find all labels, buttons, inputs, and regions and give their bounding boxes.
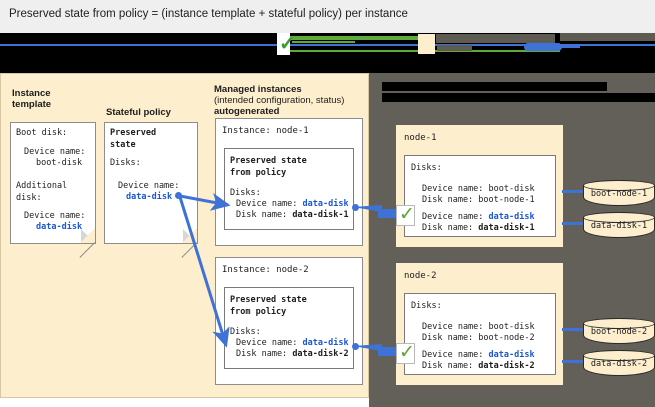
cylinder-data-disk-2: data-disk-2 — [583, 350, 655, 376]
runtime-node-1-data-disk-prefix: Disk name: — [422, 223, 479, 233]
managed-instance-2-device-value: data-disk — [302, 338, 349, 348]
managed-instance-2-title: Instance: node-2 — [222, 265, 309, 275]
managed-instance-1-state-box — [224, 148, 354, 230]
runtime-node-1-data-device-prefix: Device name: — [422, 212, 489, 222]
band-check-backing — [277, 33, 290, 55]
stateful-policy-source-dot — [175, 192, 182, 199]
stateful-policy-title: Preserved state — [110, 128, 157, 150]
instance-template-boot-label: Boot disk: — [16, 128, 68, 138]
runtime-node-2-data-device: Device name: data-disk — [422, 350, 535, 362]
runtime-node-2-inbound-stub — [378, 347, 398, 356]
collapsed-content-band: ✓ — [0, 33, 655, 73]
managed-instance-2-device-row: Device name: data-disk — [236, 338, 349, 350]
check-icon: ✓ — [399, 341, 415, 363]
managed-instance-1-disks-label: Disks: — [230, 188, 261, 198]
managed-instance-1-out-dot — [352, 204, 359, 211]
redaction-bar-2 — [382, 93, 655, 102]
managed-instance-2-out-dot — [352, 343, 359, 350]
stateful-policy-device-value: data-disk — [126, 192, 173, 202]
managed-instance-2-disk-value: data-disk-2 — [292, 349, 349, 359]
managed-instance-1-disk-value: data-disk-1 — [292, 210, 349, 220]
redaction-bar-1 — [382, 82, 607, 91]
runtime-node-1-data-disk: Disk name: data-disk-1 — [422, 223, 535, 235]
heading-managed-instances: Managed instances — [214, 84, 302, 95]
caption-bar: Preserved state from policy = (instance … — [0, 0, 655, 33]
check-icon: ✓ — [399, 203, 415, 225]
managed-instance-2-state-title: Preserved state from policy — [230, 295, 307, 317]
instance-template-card — [10, 122, 96, 258]
band-gray-bar-3 — [560, 33, 655, 41]
runtime-node-2-title: node-2 — [404, 271, 437, 281]
stateful-policy-device-label: Device name: — [118, 181, 180, 191]
cylinder-boot-node-2: boot-node-2 — [583, 318, 655, 344]
instance-template-additional-label: Additional disk: — [16, 181, 68, 203]
runtime-node-1-disks-box — [404, 155, 556, 237]
runtime-node-1-inbound-stub — [378, 209, 398, 218]
managed-instance-2-device-label: Device name: — [236, 338, 298, 348]
managed-instance-1-device-value: data-disk — [302, 199, 349, 209]
cylinder-data-disk-1: data-disk-1 — [583, 212, 655, 238]
runtime-node-2-check-badge: ✓ — [396, 341, 415, 364]
runtime-node-1-data-link — [562, 222, 584, 225]
band-blue-tail — [556, 45, 580, 48]
runtime-node-1-boot-link — [562, 190, 584, 193]
band-green-bar-2 — [292, 41, 355, 43]
cylinder-boot-node-1: boot-node-1 — [583, 180, 655, 206]
managed-instance-2-disks-label: Disks: — [230, 327, 261, 337]
runtime-node-2-disks-label: Disks: — [411, 301, 442, 311]
instance-template-additional-device-value: data-disk — [36, 222, 83, 232]
band-beige-chip — [418, 34, 435, 54]
band-blue-blob — [524, 43, 562, 51]
managed-instance-1-device-label: Device name: — [236, 199, 298, 209]
heading-managed-instances-autogenerated: autogenerated — [214, 106, 280, 117]
runtime-node-2-data-link — [562, 360, 584, 363]
band-gray-bar-1 — [436, 34, 555, 43]
runtime-node-2-disks-box — [404, 293, 556, 375]
band-gray-bar-2 — [437, 45, 472, 51]
heading-stateful-policy: Stateful policy — [106, 107, 171, 118]
runtime-node-2-boot-device: Device name: boot-disk — [422, 322, 535, 332]
heading-instance-template: Instance template — [12, 88, 52, 110]
runtime-node-1-check-badge: ✓ — [396, 203, 415, 226]
runtime-node-1-data-disk-value: data-disk-1 — [478, 223, 535, 233]
runtime-node-1-title: node-1 — [404, 133, 437, 143]
instance-template-boot-device-label: Device name: — [24, 147, 86, 157]
runtime-node-2-data-device-value: data-disk — [488, 350, 535, 360]
managed-instance-2-state-box — [224, 287, 354, 369]
cylinder-boot-node-2-label: boot-node-2 — [590, 327, 648, 337]
runtime-node-1-boot-device: Device name: boot-disk — [422, 184, 535, 194]
runtime-node-2-data-disk-value: data-disk-2 — [478, 361, 535, 371]
managed-instance-2-disk-label: Disk name: — [236, 349, 288, 359]
managed-instance-1-title: Instance: node-1 — [222, 126, 309, 136]
managed-instance-1-state-title: Preserved state from policy — [230, 156, 307, 178]
page-title: Preserved state from policy = (instance … — [9, 8, 408, 20]
runtime-node-2-data-disk: Disk name: data-disk-2 — [422, 361, 535, 373]
band-check-icon: ✓ — [279, 33, 296, 55]
runtime-node-2-boot-disk: Disk name: boot-node-2 — [422, 333, 535, 343]
cylinder-data-disk-1-label: data-disk-1 — [590, 221, 648, 231]
managed-instance-1-device-row: Device name: data-disk — [236, 199, 349, 211]
runtime-node-1-boot-disk: Disk name: boot-node-1 — [422, 195, 535, 205]
stateful-policy-disks-label: Disks: — [110, 158, 141, 168]
runtime-node-2-data-disk-prefix: Disk name: — [422, 361, 479, 371]
band-green-bar-1 — [290, 36, 418, 40]
runtime-node-1-disks-label: Disks: — [411, 163, 442, 173]
instance-template-boot-device-value: boot-disk — [36, 158, 83, 168]
runtime-node-1-data-device: Device name: data-disk — [422, 212, 535, 224]
runtime-node-1-data-device-value: data-disk — [488, 212, 535, 222]
runtime-node-2-data-device-prefix: Device name: — [422, 350, 489, 360]
cylinder-boot-node-1-label: boot-node-1 — [590, 189, 648, 199]
band-blue-rule — [0, 44, 655, 46]
managed-instance-1-disk-row: Disk name: data-disk-1 — [236, 210, 349, 222]
runtime-node-2-boot-link — [562, 328, 584, 331]
panel-bottom-strip — [0, 398, 369, 407]
instance-template-additional-device-label: Device name: — [24, 211, 86, 221]
cylinder-data-disk-2-label: data-disk-2 — [590, 359, 648, 369]
managed-instance-2-disk-row: Disk name: data-disk-2 — [236, 349, 349, 361]
heading-managed-instances-sub: (intended configuration, status) — [214, 95, 345, 106]
managed-instance-1-disk-label: Disk name: — [236, 210, 288, 220]
